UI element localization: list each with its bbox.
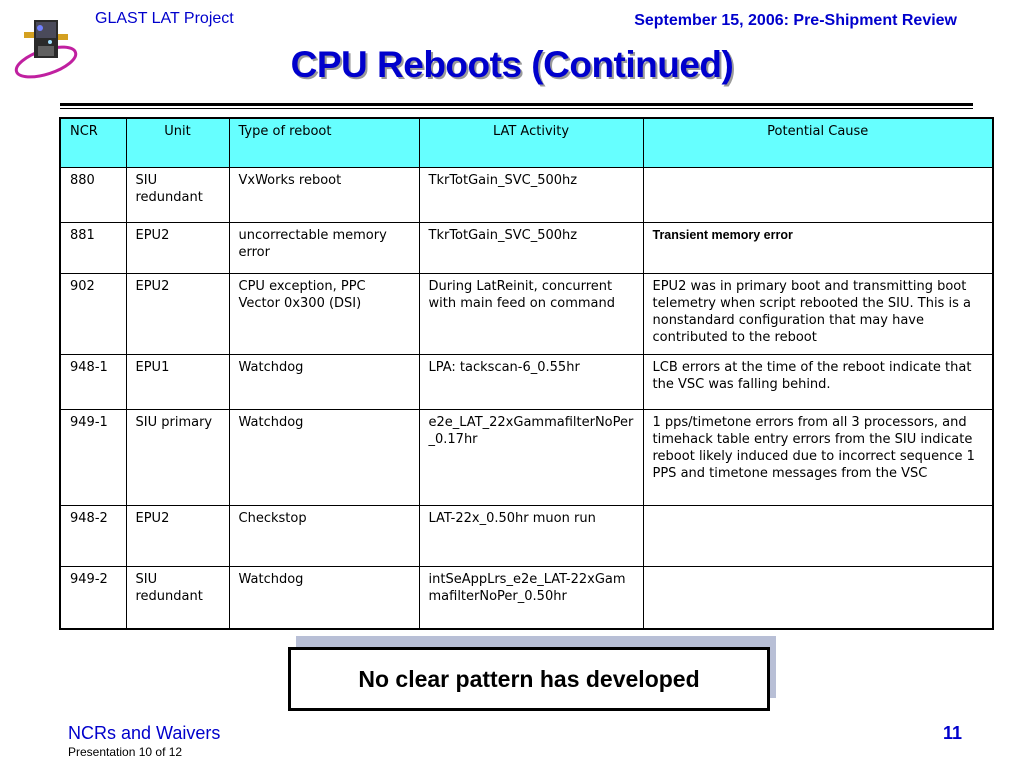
page-number: 11 [942, 723, 962, 743]
project-name: GLAST LAT Project [95, 10, 234, 27]
cell-unit: EPU2 [125, 273, 230, 355]
cell-unit: SIU redundant [125, 167, 230, 223]
cell-type: uncorrectable memory error [228, 222, 420, 274]
table-row: 881 EPU2 uncorrectable memory error TkrT… [59, 222, 994, 274]
header-ncr: NCR [59, 117, 127, 168]
review-date: September 15, 2006: Pre-Shipment Review [634, 12, 957, 29]
footer-presentation-count: Presentation 10 of 12 [68, 745, 183, 759]
cell-activity: intSeAppLrs_e2e_LAT-22xGammafilterNoPer_… [418, 566, 644, 629]
table-header-row: NCR Unit Type of reboot LAT Activity Pot… [59, 117, 994, 168]
cell-activity: LAT-22x_0.50hr muon run [418, 505, 644, 567]
header-lat-activity: LAT Activity [418, 117, 644, 168]
title-divider [60, 103, 973, 106]
cell-cause: Transient memory error [642, 222, 994, 274]
cell-cause: 1 pps/timetone errors from all 3 process… [642, 409, 994, 506]
page-title: CPU Reboots (Continued) [290, 44, 734, 85]
cell-activity: TkrTotGain_SVC_500hz [418, 222, 644, 274]
cell-ncr: 881 [59, 222, 127, 274]
cell-cause: EPU2 was in primary boot and transmittin… [642, 273, 994, 355]
cell-ncr: 949-2 [59, 566, 127, 629]
cell-ncr: 880 [59, 167, 127, 223]
table-row: 948-2 EPU2 Checkstop LAT-22x_0.50hr muon… [59, 505, 994, 567]
cell-type: Checkstop [228, 505, 420, 567]
cell-unit: EPU1 [125, 354, 230, 410]
header-unit: Unit [125, 117, 230, 168]
cell-cause [642, 505, 994, 567]
conclusion-callout: No clear pattern has developed [288, 647, 770, 711]
cell-type: Watchdog [228, 409, 420, 506]
cell-type: CPU exception, PPC Vector 0x300 (DSI) [228, 273, 420, 355]
table-row: 880 SIU redundant VxWorks reboot TkrTotG… [59, 167, 994, 223]
table-row: 949-2 SIU redundant Watchdog intSeAppLrs… [59, 566, 994, 629]
title-divider-thin [60, 108, 973, 109]
cell-activity: TkrTotGain_SVC_500hz [418, 167, 644, 223]
cell-ncr: 949-1 [59, 409, 127, 506]
cell-ncr: 902 [59, 273, 127, 355]
cell-ncr: 948-2 [59, 505, 127, 567]
header-type-of-reboot: Type of reboot [228, 117, 420, 168]
cell-type: Watchdog [228, 354, 420, 410]
table-row: 948-1 EPU1 Watchdog LPA: tackscan-6_0.55… [59, 354, 994, 410]
cell-activity: LPA: tackscan-6_0.55hr [418, 354, 644, 410]
cell-type: VxWorks reboot [228, 167, 420, 223]
cell-type: Watchdog [228, 566, 420, 629]
header-potential-cause: Potential Cause [642, 117, 994, 168]
cell-cause [642, 566, 994, 629]
cell-unit: SIU primary [125, 409, 230, 506]
cell-activity: During LatReinit, concurrent with main f… [418, 273, 644, 355]
footer-section: NCRs and Waivers [68, 723, 221, 743]
cell-cause [642, 167, 994, 223]
table-row: 902 EPU2 CPU exception, PPC Vector 0x300… [59, 273, 994, 355]
cell-unit: EPU2 [125, 222, 230, 274]
glast-satellite-logo-icon [12, 12, 80, 86]
cell-cause: LCB errors at the time of the reboot ind… [642, 354, 994, 410]
cpu-reboots-table: NCR Unit Type of reboot LAT Activity Pot… [59, 117, 994, 630]
cell-ncr: 948-1 [59, 354, 127, 410]
cell-activity: e2e_LAT_22xGammafilterNoPer_0.17hr [418, 409, 644, 506]
cell-unit: SIU redundant [125, 566, 230, 629]
table-row: 949-1 SIU primary Watchdog e2e_LAT_22xGa… [59, 409, 994, 506]
cell-unit: EPU2 [125, 505, 230, 567]
